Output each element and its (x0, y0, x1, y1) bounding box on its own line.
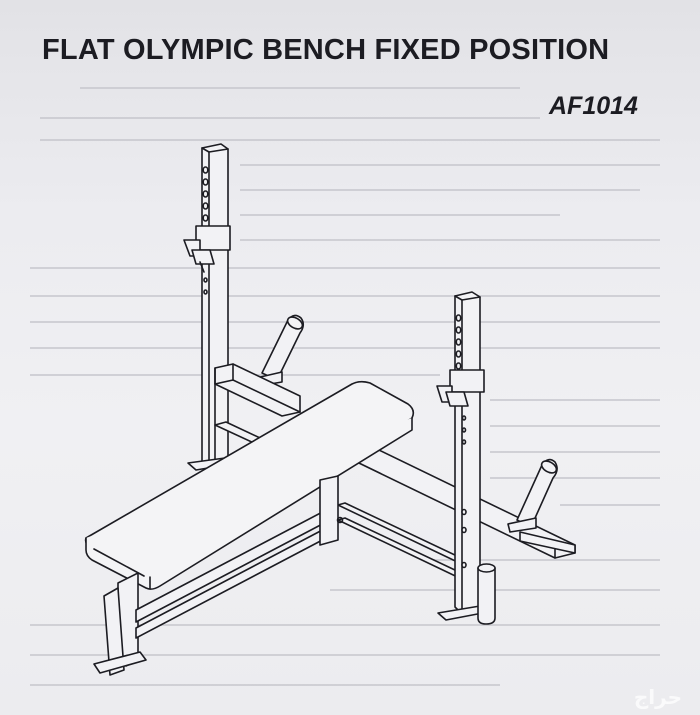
right-weight-horn (507, 458, 558, 533)
right-upright (436, 291, 496, 625)
left-weight-horn (255, 314, 305, 387)
site-watermark: حراج (633, 685, 682, 709)
page-title: FLAT OLYMPIC BENCH FIXED POSITION (42, 34, 610, 66)
model-number: AF1014 (549, 92, 638, 120)
bench-frame (93, 475, 344, 676)
bench-pad (84, 380, 415, 590)
left-upright (183, 143, 231, 470)
